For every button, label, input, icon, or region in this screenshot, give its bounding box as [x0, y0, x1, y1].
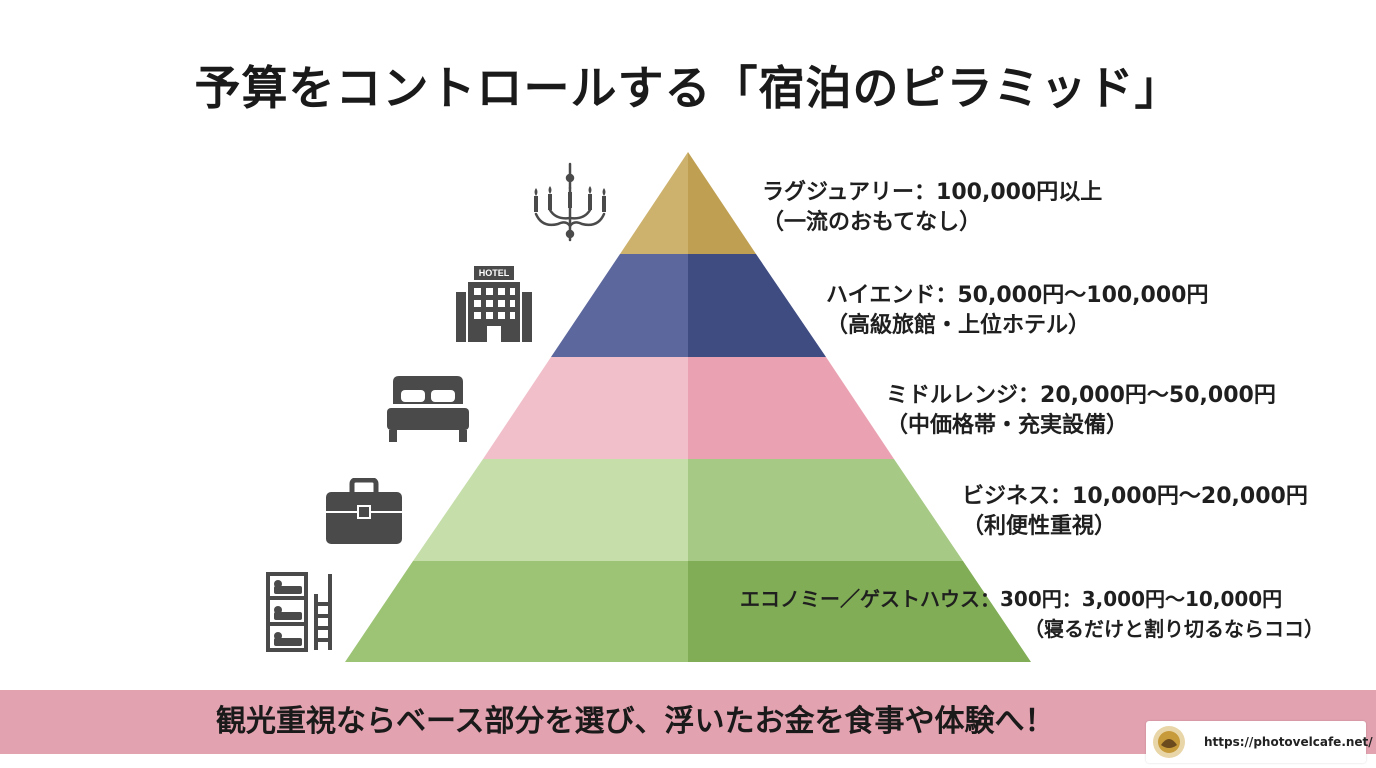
pyramid-tier-luxury-shade — [688, 152, 756, 254]
pyramid-tier-mid-range — [483, 357, 688, 459]
tier-note: （利便性重視） — [962, 514, 1117, 539]
bed-icon — [387, 376, 469, 442]
tier-name: ビジネス — [962, 484, 1051, 509]
tier-label-mid-range: ミドルレンジ：20,000円〜50,000円 （中価格帯・充実設備） — [886, 381, 1276, 441]
tier-label-business: ビジネス：10,000円〜20,000円 （利便性重視） — [962, 482, 1308, 542]
label-separator: ： — [980, 587, 1000, 611]
label-separator: ： — [1050, 484, 1073, 509]
tier-name: ミドルレンジ — [886, 383, 1019, 408]
hotel-sign-text: HOTEL — [478, 268, 510, 278]
pyramid-tier-business — [413, 459, 688, 561]
tier-price: 100,000円以上 — [936, 180, 1103, 205]
tier-label-luxury: ラグジュアリー：100,000円以上 （一流のおもてなし） — [762, 178, 1102, 238]
tier-note: （中価格帯・充実設備） — [886, 413, 1129, 438]
pyramid-tier-business-shade — [688, 459, 963, 561]
pyramid-tier-high-end — [551, 254, 688, 357]
tier-name: ハイエンド — [826, 283, 936, 308]
tier-note: （一流のおもてなし） — [762, 210, 982, 235]
tier-label-economy: エコノミー／ゲストハウス：300円：3,000円〜10,000円 （寝るだけと割… — [740, 584, 1324, 644]
bunk-bed-icon — [266, 572, 332, 652]
tier-label-high-end: ハイエンド：50,000円〜100,000円 （高級旅館・上位ホテル） — [826, 281, 1208, 341]
tier-price: 10,000円〜20,000円 — [1072, 484, 1308, 509]
tier-name: エコノミー／ゲストハウス — [740, 587, 980, 611]
label-separator: ： — [1018, 383, 1041, 408]
label-separator: ： — [935, 283, 958, 308]
hotel-building-icon: HOTEL — [452, 266, 536, 344]
pyramid-tier-luxury — [620, 152, 688, 254]
pyramid-diagram — [345, 152, 1031, 662]
pyramid-tier-economy — [345, 561, 688, 662]
tier-price: 50,000円〜100,000円 — [957, 283, 1209, 308]
tier-price: 300円：3,000円〜10,000円 — [1000, 587, 1283, 611]
banner-text: 観光重視ならベース部分を選び、浮いたお金を食事や体験へ！ — [216, 704, 1055, 739]
photovelcafe-logo-icon — [1153, 726, 1185, 758]
briefcase-icon — [326, 478, 402, 544]
pyramid-tier-high-end-shade — [688, 254, 826, 357]
site-url-link[interactable]: https://photovelcafe.net/ — [1204, 735, 1373, 749]
tier-price: 20,000円〜50,000円 — [1040, 383, 1276, 408]
pyramid-tier-mid-range-shade — [688, 357, 894, 459]
chandelier-icon — [534, 162, 606, 242]
label-separator: ： — [914, 180, 937, 205]
page-title: 予算をコントロールする「宿泊のピラミッド」 — [194, 61, 1182, 115]
tier-note: （寝るだけと割り切るならココ） — [1024, 617, 1324, 641]
tier-name: ラグジュアリー — [762, 180, 915, 205]
tier-note: （高級旅館・上位ホテル） — [826, 313, 1091, 338]
pyramid-tier-economy-shade — [688, 561, 1031, 662]
site-badge[interactable]: https://photovelcafe.net/ — [1146, 721, 1373, 763]
